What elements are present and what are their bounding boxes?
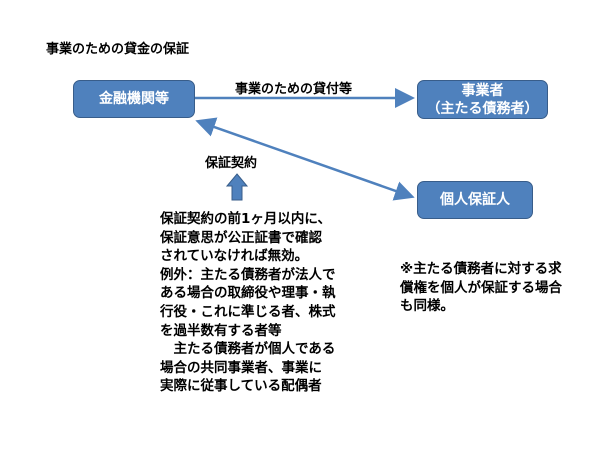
main-note: 保証契約の前1ヶ月以内に、 保証意思が公正証書で確認 されていなければ無効。 例… — [160, 210, 336, 396]
contract-label: 保証契約 — [205, 156, 258, 171]
debtor-sublabel: （主たる債務者） — [426, 100, 539, 117]
up-arrow-icon — [225, 173, 249, 201]
diagram-title: 事業のための貸金の保証 — [46, 42, 190, 57]
lender-node: 金融機関等 — [73, 80, 195, 118]
note-line: 場合の共同事業者、事業に — [160, 359, 322, 376]
side-note: ※主たる債務者に対する求 償権を個人が保証する場合 も同様。 — [400, 260, 562, 316]
debtor-label: 事業者 — [461, 82, 504, 99]
note-line: 保証契約の前1ヶ月以内に、 — [160, 211, 331, 227]
note-line: 償権を個人が保証する場合 — [400, 279, 562, 296]
loan-label: 事業のための貸付等 — [235, 82, 353, 97]
note-line: を過半数有する者等 — [160, 322, 282, 339]
note-line: も同様。 — [400, 298, 454, 315]
note-line: 例外：主たる債務者が法人で — [160, 266, 336, 283]
note-line: 実際に従事している配偶者 — [160, 378, 322, 395]
guarantor-label: 個人保証人 — [440, 192, 510, 208]
lender-label: 金融機関等 — [99, 91, 169, 107]
debtor-node: 事業者（主たる債務者） — [417, 80, 548, 119]
note-line: されていなければ無効。 — [160, 248, 309, 265]
note-line: 保証意思が公正証書で確認 — [160, 229, 322, 246]
note-line: ※主たる債務者に対する求 — [400, 261, 562, 277]
guarantor-node: 個人保証人 — [417, 181, 533, 219]
note-line: ある場合の取締役や理事・執 — [160, 285, 336, 302]
guarantee-arrow — [195, 117, 415, 201]
note-line: 行役・これに準じる者、株式 — [160, 303, 336, 320]
note-line: 主たる債務者が個人である — [160, 341, 336, 358]
